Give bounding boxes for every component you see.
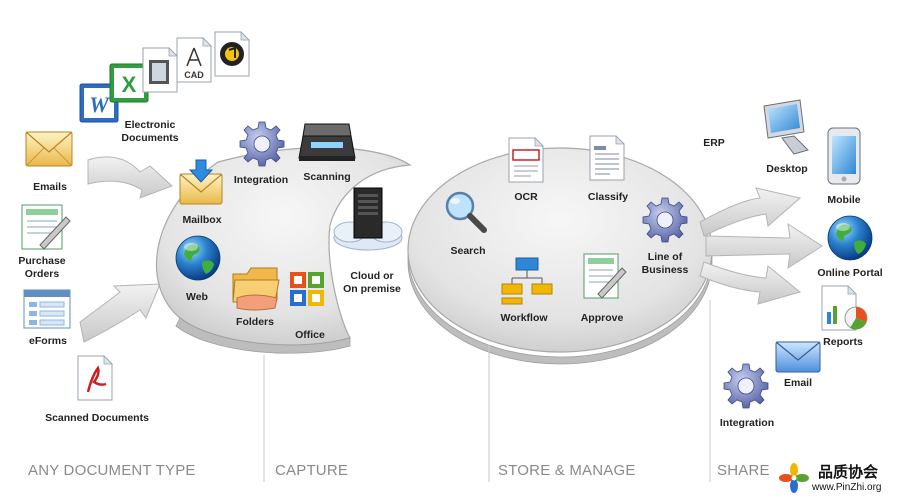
approve-form-icon (583, 253, 627, 299)
share-integration-gear-icon (723, 363, 769, 409)
word-icon-letter: W (89, 92, 110, 117)
scanned-pdf-icon (77, 355, 113, 401)
scanner-icon (298, 123, 356, 161)
folders-icon (232, 267, 280, 311)
reports-icon (821, 285, 868, 331)
classify-document-icon (589, 135, 625, 181)
video-file-icon (142, 47, 178, 93)
pinzhi-logo-icon (779, 463, 809, 493)
arrow-emails-to-capture (87, 156, 173, 199)
arrow-share-desktop (699, 187, 802, 237)
search-label: Search (450, 245, 485, 257)
eforms-label: eForms (29, 335, 67, 347)
cad-icon-label: CAD (184, 70, 204, 80)
folders-label: Folders (236, 316, 274, 328)
excel-icon-letter: X (122, 72, 137, 97)
approve-label: Approve (581, 312, 624, 324)
workflow-label: Workflow (500, 312, 548, 324)
emails-envelope-icon (25, 131, 73, 167)
office-label: Office (295, 329, 325, 341)
ocr-document-icon (508, 137, 544, 183)
desktop-label: Desktop (766, 163, 807, 175)
desktop-computer-icon (763, 99, 809, 155)
mobile-label: Mobile (827, 194, 860, 206)
line-of-business-gear-icon (642, 197, 688, 243)
workflow-icon (501, 257, 553, 305)
ocr-label: OCR (514, 191, 538, 203)
scanning-label: Scanning (303, 171, 350, 183)
section-store-manage: STORE & MANAGE (498, 462, 636, 479)
excel-document-icon: X (109, 63, 149, 103)
share-email-envelope-icon (775, 341, 821, 373)
section-share: SHARE (717, 462, 770, 479)
audio-file-icon (214, 31, 250, 77)
purchase-order-icon (21, 204, 71, 250)
arrow-share-portal (705, 222, 823, 270)
capture-integration-label: Integration (234, 174, 288, 186)
section-capture: CAPTURE (275, 462, 349, 479)
share-integration-label: Integration (720, 417, 774, 429)
web-globe-icon (175, 235, 221, 281)
web-label: Web (186, 291, 208, 303)
scanned-documents-label: Scanned Documents (45, 412, 149, 424)
section-any-document-type: ANY DOCUMENT TYPE (28, 462, 196, 479)
cad-file-icon: CAD (176, 37, 212, 83)
arrow-eforms-to-capture (79, 283, 161, 343)
office-logo-icon (290, 272, 324, 306)
mailbox-icon (179, 159, 223, 205)
cloud-server-icon (333, 187, 403, 251)
emails-label: Emails (33, 181, 67, 193)
search-magnifier-icon (445, 191, 487, 233)
eforms-icon (23, 289, 71, 329)
word-document-icon: W (79, 83, 119, 123)
arrow-share-reports (699, 261, 802, 305)
classify-label: Classify (588, 191, 628, 203)
erp-label: ERP (703, 137, 725, 149)
watermark-url: www.PinZhi.org (812, 482, 882, 493)
share-email-label: Email (784, 377, 812, 389)
online-portal-label: Online Portal (817, 267, 882, 279)
integration-gear-icon (239, 121, 285, 167)
watermark-brand: 品质协会 (818, 463, 879, 481)
online-portal-globe-icon (827, 215, 873, 261)
mobile-phone-icon (827, 127, 861, 185)
reports-label: Reports (823, 336, 863, 348)
mailbox-label: Mailbox (182, 214, 221, 226)
